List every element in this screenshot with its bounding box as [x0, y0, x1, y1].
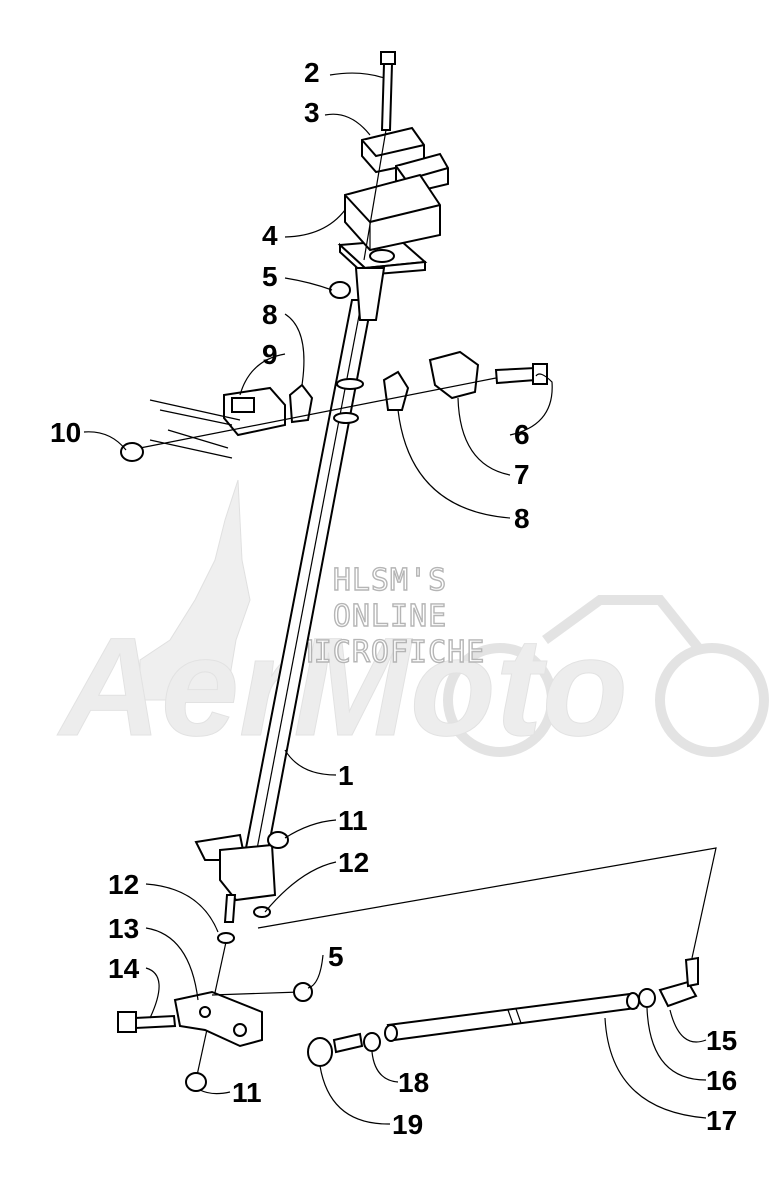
callout-11-lower: 11 [232, 1077, 262, 1108]
callout-labels: 2 3 4 5 8 9 10 6 7 8 1 11 12 12 13 14 5 … [50, 57, 737, 1140]
side-clamp-axis-line [139, 377, 497, 449]
callout-8-lower: 8 [514, 503, 530, 534]
watermark-line-1: HLSM'S [333, 563, 447, 598]
lower-mounting-plate [117, 982, 313, 1092]
watermark-spire-silhouette [139, 479, 251, 701]
tie-rod [307, 956, 699, 1067]
watermark: AerMoto HLSM'S ONLINE MICROFICHE [57, 479, 769, 766]
lower-post-bracket [194, 831, 289, 944]
callout-15: 15 [706, 1025, 737, 1056]
left-clamp-assembly [149, 383, 314, 459]
upper-flange [337, 238, 428, 321]
nut-upper [329, 281, 351, 299]
callout-3: 3 [304, 97, 320, 128]
callout-6: 6 [514, 419, 530, 450]
callout-4: 4 [262, 220, 278, 251]
callout-12-right: 12 [338, 847, 369, 878]
callout-2: 2 [304, 57, 320, 88]
callout-9: 9 [262, 339, 278, 370]
clamp-lower-block [344, 173, 441, 252]
callout-17: 17 [706, 1105, 737, 1136]
watermark-line-3: MICROFICHE [295, 635, 486, 670]
watermark-motorcycle [443, 595, 769, 757]
callout-8-upper: 8 [262, 299, 278, 330]
callout-13: 13 [108, 913, 139, 944]
callout-leaders [83, 72, 707, 1125]
callout-10: 10 [50, 417, 81, 448]
callout-1: 1 [338, 760, 354, 791]
callout-5-lower: 5 [328, 941, 344, 972]
callout-19: 19 [392, 1109, 423, 1140]
watermark-line-2: ONLINE [333, 599, 447, 634]
callout-12-left: 12 [108, 869, 139, 900]
callout-5-upper: 5 [262, 261, 278, 292]
callout-16: 16 [706, 1065, 737, 1096]
callout-11-upper: 11 [338, 805, 368, 836]
watermark-logo: AerMoto [57, 608, 628, 765]
callout-18: 18 [398, 1067, 429, 1098]
callout-14: 14 [108, 953, 140, 984]
nut-10 [120, 442, 144, 462]
right-clamp-assembly [382, 350, 548, 411]
clamp-bolt [363, 51, 396, 261]
callout-7: 7 [514, 459, 530, 490]
